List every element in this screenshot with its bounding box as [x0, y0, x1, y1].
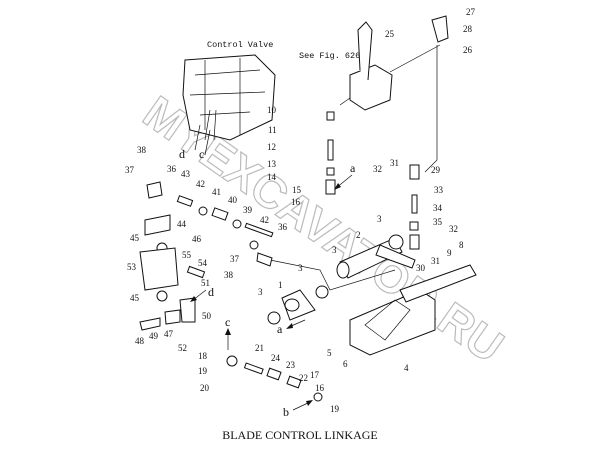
bracket — [349, 264, 477, 356]
callout-labels: 27 28 26 25 10 11 12 13 14 15 16 a d c 3… — [125, 7, 476, 419]
diagram-title: BLADE CONTROL LINKAGE — [222, 428, 378, 442]
callout: 14 — [267, 172, 277, 182]
callout: 45 — [130, 233, 140, 243]
callout: 27 — [466, 7, 476, 17]
callout: d — [179, 147, 185, 161]
callout: 24 — [271, 353, 281, 363]
rods — [325, 111, 420, 250]
callout: 52 — [178, 343, 187, 353]
callout: 22 — [299, 373, 308, 383]
callout: 3 — [332, 245, 337, 255]
callout: 19 — [330, 404, 340, 414]
callout: 37 — [125, 165, 135, 175]
callout: 34 — [433, 203, 443, 213]
cross-shaft — [267, 234, 416, 325]
callout: b — [283, 405, 289, 419]
callout: 16 — [315, 383, 325, 393]
callout: 17 — [310, 370, 320, 380]
callout: 38 — [224, 270, 234, 280]
callout: 10 — [267, 105, 277, 115]
callout: 18 — [198, 351, 208, 361]
control-lever — [339, 15, 449, 173]
callout: 3 — [298, 263, 303, 273]
callout: 49 — [149, 331, 159, 341]
callout: 9 — [447, 248, 452, 258]
callout: 20 — [200, 383, 210, 393]
callout: 36 — [167, 164, 177, 174]
callout: 44 — [177, 219, 187, 229]
callout: 23 — [286, 360, 296, 370]
callout: 30 — [416, 263, 426, 273]
callout: c — [199, 147, 204, 161]
callout: 3 — [377, 214, 382, 224]
caption-see-fig: See Fig. 626 — [299, 51, 360, 61]
callout: 38 — [137, 145, 147, 155]
callout: 41 — [212, 187, 221, 197]
callout: a — [350, 161, 356, 175]
callout: 29 — [431, 165, 441, 175]
callout: 13 — [267, 159, 277, 169]
callout: d — [208, 285, 214, 299]
callout: 11 — [268, 125, 277, 135]
callout: 42 — [260, 215, 269, 225]
callout: 33 — [434, 185, 444, 195]
callout: a — [277, 322, 283, 336]
callout: 25 — [385, 29, 395, 39]
callout: 5 — [327, 348, 332, 358]
callout: 47 — [164, 329, 174, 339]
callout: 1 — [278, 280, 283, 290]
reference-arrows — [190, 109, 353, 411]
callout: 46 — [192, 234, 202, 244]
callout: 19 — [198, 366, 208, 376]
callout: 3 — [258, 287, 263, 297]
callout: 37 — [230, 254, 240, 264]
control-valve — [182, 54, 276, 156]
callout: 4 — [404, 363, 409, 373]
callout: 6 — [343, 359, 348, 369]
callout: 8 — [459, 240, 464, 250]
caption-control-valve: Control Valve — [207, 40, 273, 50]
callout: 28 — [463, 24, 473, 34]
callout: 15 — [292, 185, 302, 195]
callout: 21 — [255, 343, 264, 353]
callout: 50 — [202, 311, 212, 321]
callout: 31 — [431, 256, 440, 266]
callout: c — [225, 315, 230, 329]
left-linkage — [139, 181, 274, 331]
callout: 39 — [243, 205, 253, 215]
callout: 53 — [127, 262, 137, 272]
callout: 45 — [130, 293, 140, 303]
callout: 54 — [198, 258, 208, 268]
callout: 2 — [356, 230, 361, 240]
callout: 16 — [291, 197, 301, 207]
callout: 26 — [463, 45, 473, 55]
callout: 42 — [196, 179, 205, 189]
callout: 43 — [181, 169, 191, 179]
callout: 40 — [228, 195, 238, 205]
callout: 55 — [182, 250, 192, 260]
lower-linkage — [226, 355, 323, 402]
callout: 35 — [433, 217, 443, 227]
callout: 12 — [267, 142, 276, 152]
callout: 48 — [135, 336, 145, 346]
callout: 51 — [201, 278, 210, 288]
callout: 36 — [278, 222, 288, 232]
callout: 32 — [449, 224, 458, 234]
callout: 32 — [373, 164, 382, 174]
callout: 31 — [390, 158, 399, 168]
